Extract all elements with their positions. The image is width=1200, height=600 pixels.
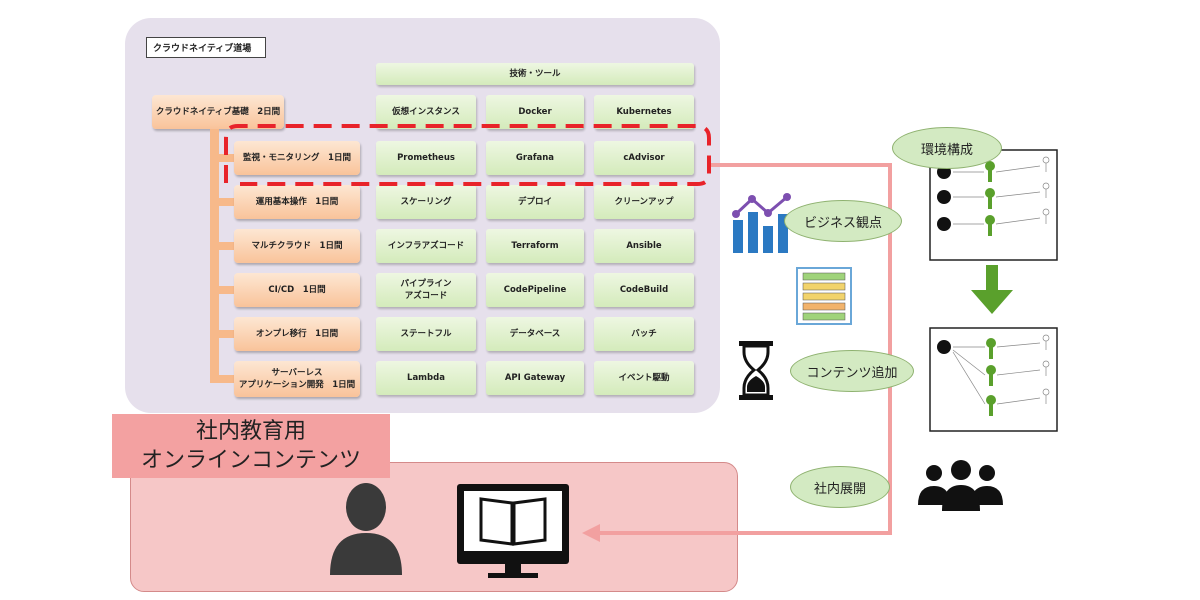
hourglass-icon: [739, 341, 773, 400]
person-icon: [330, 483, 402, 575]
tool-cell: Grafana: [486, 141, 584, 175]
key-icon: [985, 161, 995, 236]
tool-cell: デプロイ: [486, 185, 584, 219]
label-content-add: コンテンツ追加: [790, 350, 914, 392]
tool-cell: クリーンアップ: [594, 185, 694, 219]
flow-arrowhead: [582, 524, 600, 542]
tool-kubernetes: Kubernetes: [594, 95, 694, 129]
label-business: ビジネス観点: [784, 200, 902, 242]
label-environment: 環境構成: [892, 127, 1002, 169]
tool-cell: CodeBuild: [594, 273, 694, 307]
tool-cell: cAdvisor: [594, 141, 694, 175]
chart-icon: [732, 193, 791, 253]
environment-doc-2: [929, 327, 1058, 432]
table-icon: [796, 267, 852, 325]
tool-cell: イベント駆動: [594, 361, 694, 395]
monitoring-highlight: [224, 124, 711, 186]
tools-header: 技術・ツール: [376, 63, 694, 85]
dojo-tag: クラウドネイティブ道場: [146, 37, 266, 58]
flow-path: [598, 163, 892, 535]
tool-cell: Terraform: [486, 229, 584, 263]
users-icon: [918, 460, 1003, 511]
tool-cell: スケーリング: [376, 185, 476, 219]
label-internal: 社内展開: [790, 466, 890, 508]
online-content-area: [130, 462, 738, 592]
tool-cell: Prometheus: [376, 141, 476, 175]
tool-cell: インフラアズコード: [376, 229, 476, 263]
tool-vm: 仮想インスタンス: [376, 95, 476, 129]
course-cicd: CI/CD 1日間: [234, 273, 360, 307]
course-monitoring: 監視・モニタリング 1日間: [234, 141, 360, 175]
tool-cell: API Gateway: [486, 361, 584, 395]
course-operations: 運用基本操作 1日間: [234, 185, 360, 219]
tool-cell: データベース: [486, 317, 584, 351]
tool-cell: Lambda: [376, 361, 476, 395]
course-onprem: オンプレ移行 1日間: [234, 317, 360, 351]
tool-cell: パイプライン アズコード: [376, 273, 476, 307]
tool-docker: Docker: [486, 95, 584, 129]
tool-cell: ステートフル: [376, 317, 476, 351]
online-content-title: 社内教育用 オンラインコンテンツ: [112, 414, 390, 478]
course-multicloud: マルチクラウド 1日間: [234, 229, 360, 263]
tool-cell: バッチ: [594, 317, 694, 351]
tool-cell: Ansible: [594, 229, 694, 263]
course-serverless: サーバーレス アプリケーション開発 1日間: [234, 361, 360, 397]
monitor-book-icon: [457, 484, 569, 578]
down-arrow-icon: [971, 265, 1013, 314]
title-line-1: 社内教育用: [195, 419, 306, 444]
title-line-2: オンラインコンテンツ: [140, 448, 361, 473]
main-course-box: クラウドネイティブ基礎 2日間: [152, 95, 284, 129]
tool-cell: CodePipeline: [486, 273, 584, 307]
